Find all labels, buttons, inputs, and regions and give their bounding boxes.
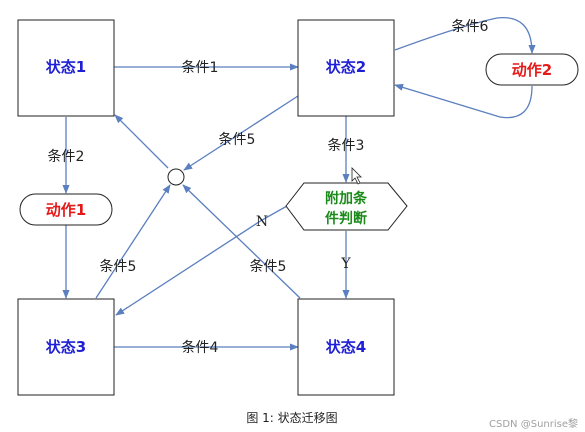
edge-action2-to-s2 — [394, 83, 533, 119]
state-4-node: 状态4 — [297, 298, 395, 396]
edge-label-c5-left: 条件5 — [100, 258, 137, 275]
watermark: CSDN @Sunrise黎 — [489, 417, 578, 430]
edge-label-c5-right: 条件5 — [250, 258, 287, 275]
edge-s2-to-action2 — [394, 16, 536, 54]
edge-label-c2-left: 条件2 — [48, 148, 85, 165]
action-2-node: 动作2 — [485, 53, 579, 86]
branch-label-no: N — [256, 214, 268, 230]
edge-decision-to-s3-no — [115, 205, 288, 316]
state-1-node: 状态1 — [17, 19, 115, 117]
state-1-label: 状态1 — [46, 58, 86, 76]
edge-s4-to-junction — [182, 184, 301, 299]
action-1-label: 动作1 — [46, 201, 86, 219]
edge-label-c5-upper: 条件5 — [219, 131, 256, 148]
figure-caption: 图 1: 状态迁移图 — [246, 411, 337, 425]
decision-label-line2: 件判断 — [325, 210, 367, 227]
state-3-node: 状态3 — [17, 298, 115, 396]
state-2-label: 状态2 — [326, 58, 366, 76]
edge-label-c4: 条件4 — [182, 339, 219, 356]
state-2-node: 状态2 — [297, 19, 395, 117]
action-1-node: 动作1 — [19, 193, 113, 226]
edge-label-c6: 条件6 — [452, 18, 489, 35]
decision-label-line1: 附加条 — [325, 190, 368, 207]
edge-label-c3: 条件3 — [328, 137, 365, 154]
action-2-label: 动作2 — [512, 61, 552, 79]
branch-label-yes: Y — [340, 256, 351, 272]
mouse-cursor-icon — [351, 167, 362, 185]
edge-label-c1: 条件1 — [182, 59, 219, 76]
edge-s2-to-junction — [183, 95, 299, 171]
edge-s3-to-junction — [95, 184, 171, 299]
junction-node — [167, 168, 185, 186]
state-3-label: 状态3 — [46, 338, 86, 356]
state-4-label: 状态4 — [326, 338, 366, 356]
edge-junction-to-s1 — [114, 114, 169, 169]
decision-node: 附加条 件判断 — [285, 182, 408, 231]
